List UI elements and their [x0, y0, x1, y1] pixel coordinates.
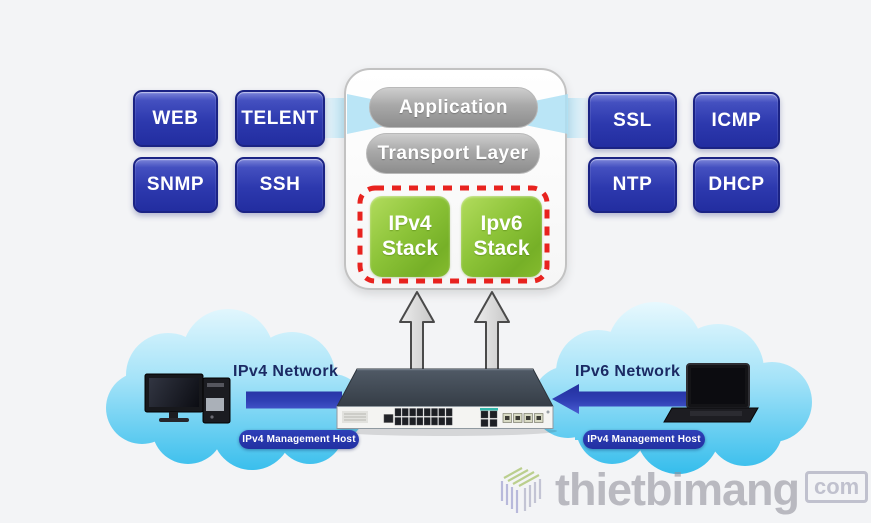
ipv6-side-management-host-badge: IPv4 Management Host — [583, 430, 705, 449]
protocol-button-snmp: SNMP — [133, 157, 218, 213]
protocol-button-ssl: SSL — [588, 92, 677, 149]
application-layer-pill: Application — [369, 87, 538, 128]
ipv4-network-label: IPv4 Network — [233, 363, 339, 380]
flow-arrow-right — [552, 384, 694, 414]
protocol-button-web: WEB — [133, 90, 218, 147]
ipv4-stack-box: IPv4 Stack — [370, 196, 450, 277]
desktop-computer — [144, 373, 231, 424]
protocol-button-ssh: SSH — [235, 157, 325, 213]
flow-band-left — [246, 391, 342, 409]
dual-stack-box: Application Transport Layer IPv4 Stack I… — [344, 68, 568, 290]
laptop-computer — [663, 363, 759, 423]
ipv4-management-host-badge: IPv4 Management Host — [239, 430, 359, 449]
up-arrow-icon-left — [399, 291, 435, 381]
transport-layer-pill: Transport Layer — [366, 133, 540, 174]
dual-stack-dashed-border — [357, 185, 550, 284]
protocol-button-ntp: NTP — [588, 157, 677, 213]
protocol-button-dhcp: DHCP — [693, 157, 780, 213]
watermark-logo-icon — [500, 467, 542, 513]
protocol-button-telent: TELENT — [235, 90, 325, 147]
watermark: thietbimang com — [495, 463, 869, 517]
ipv6-network-label: IPv6 Network — [575, 363, 681, 380]
up-arrow-icon-right — [474, 291, 510, 381]
protocol-button-icmp: ICMP — [693, 92, 780, 149]
watermark-brand-text: thietbimang — [555, 464, 800, 515]
ipv6-stack-box: Ipv6 Stack — [461, 196, 542, 277]
network-switch — [333, 368, 557, 436]
network-scene — [106, 291, 812, 474]
watermark-tld-badge: com — [805, 471, 869, 503]
